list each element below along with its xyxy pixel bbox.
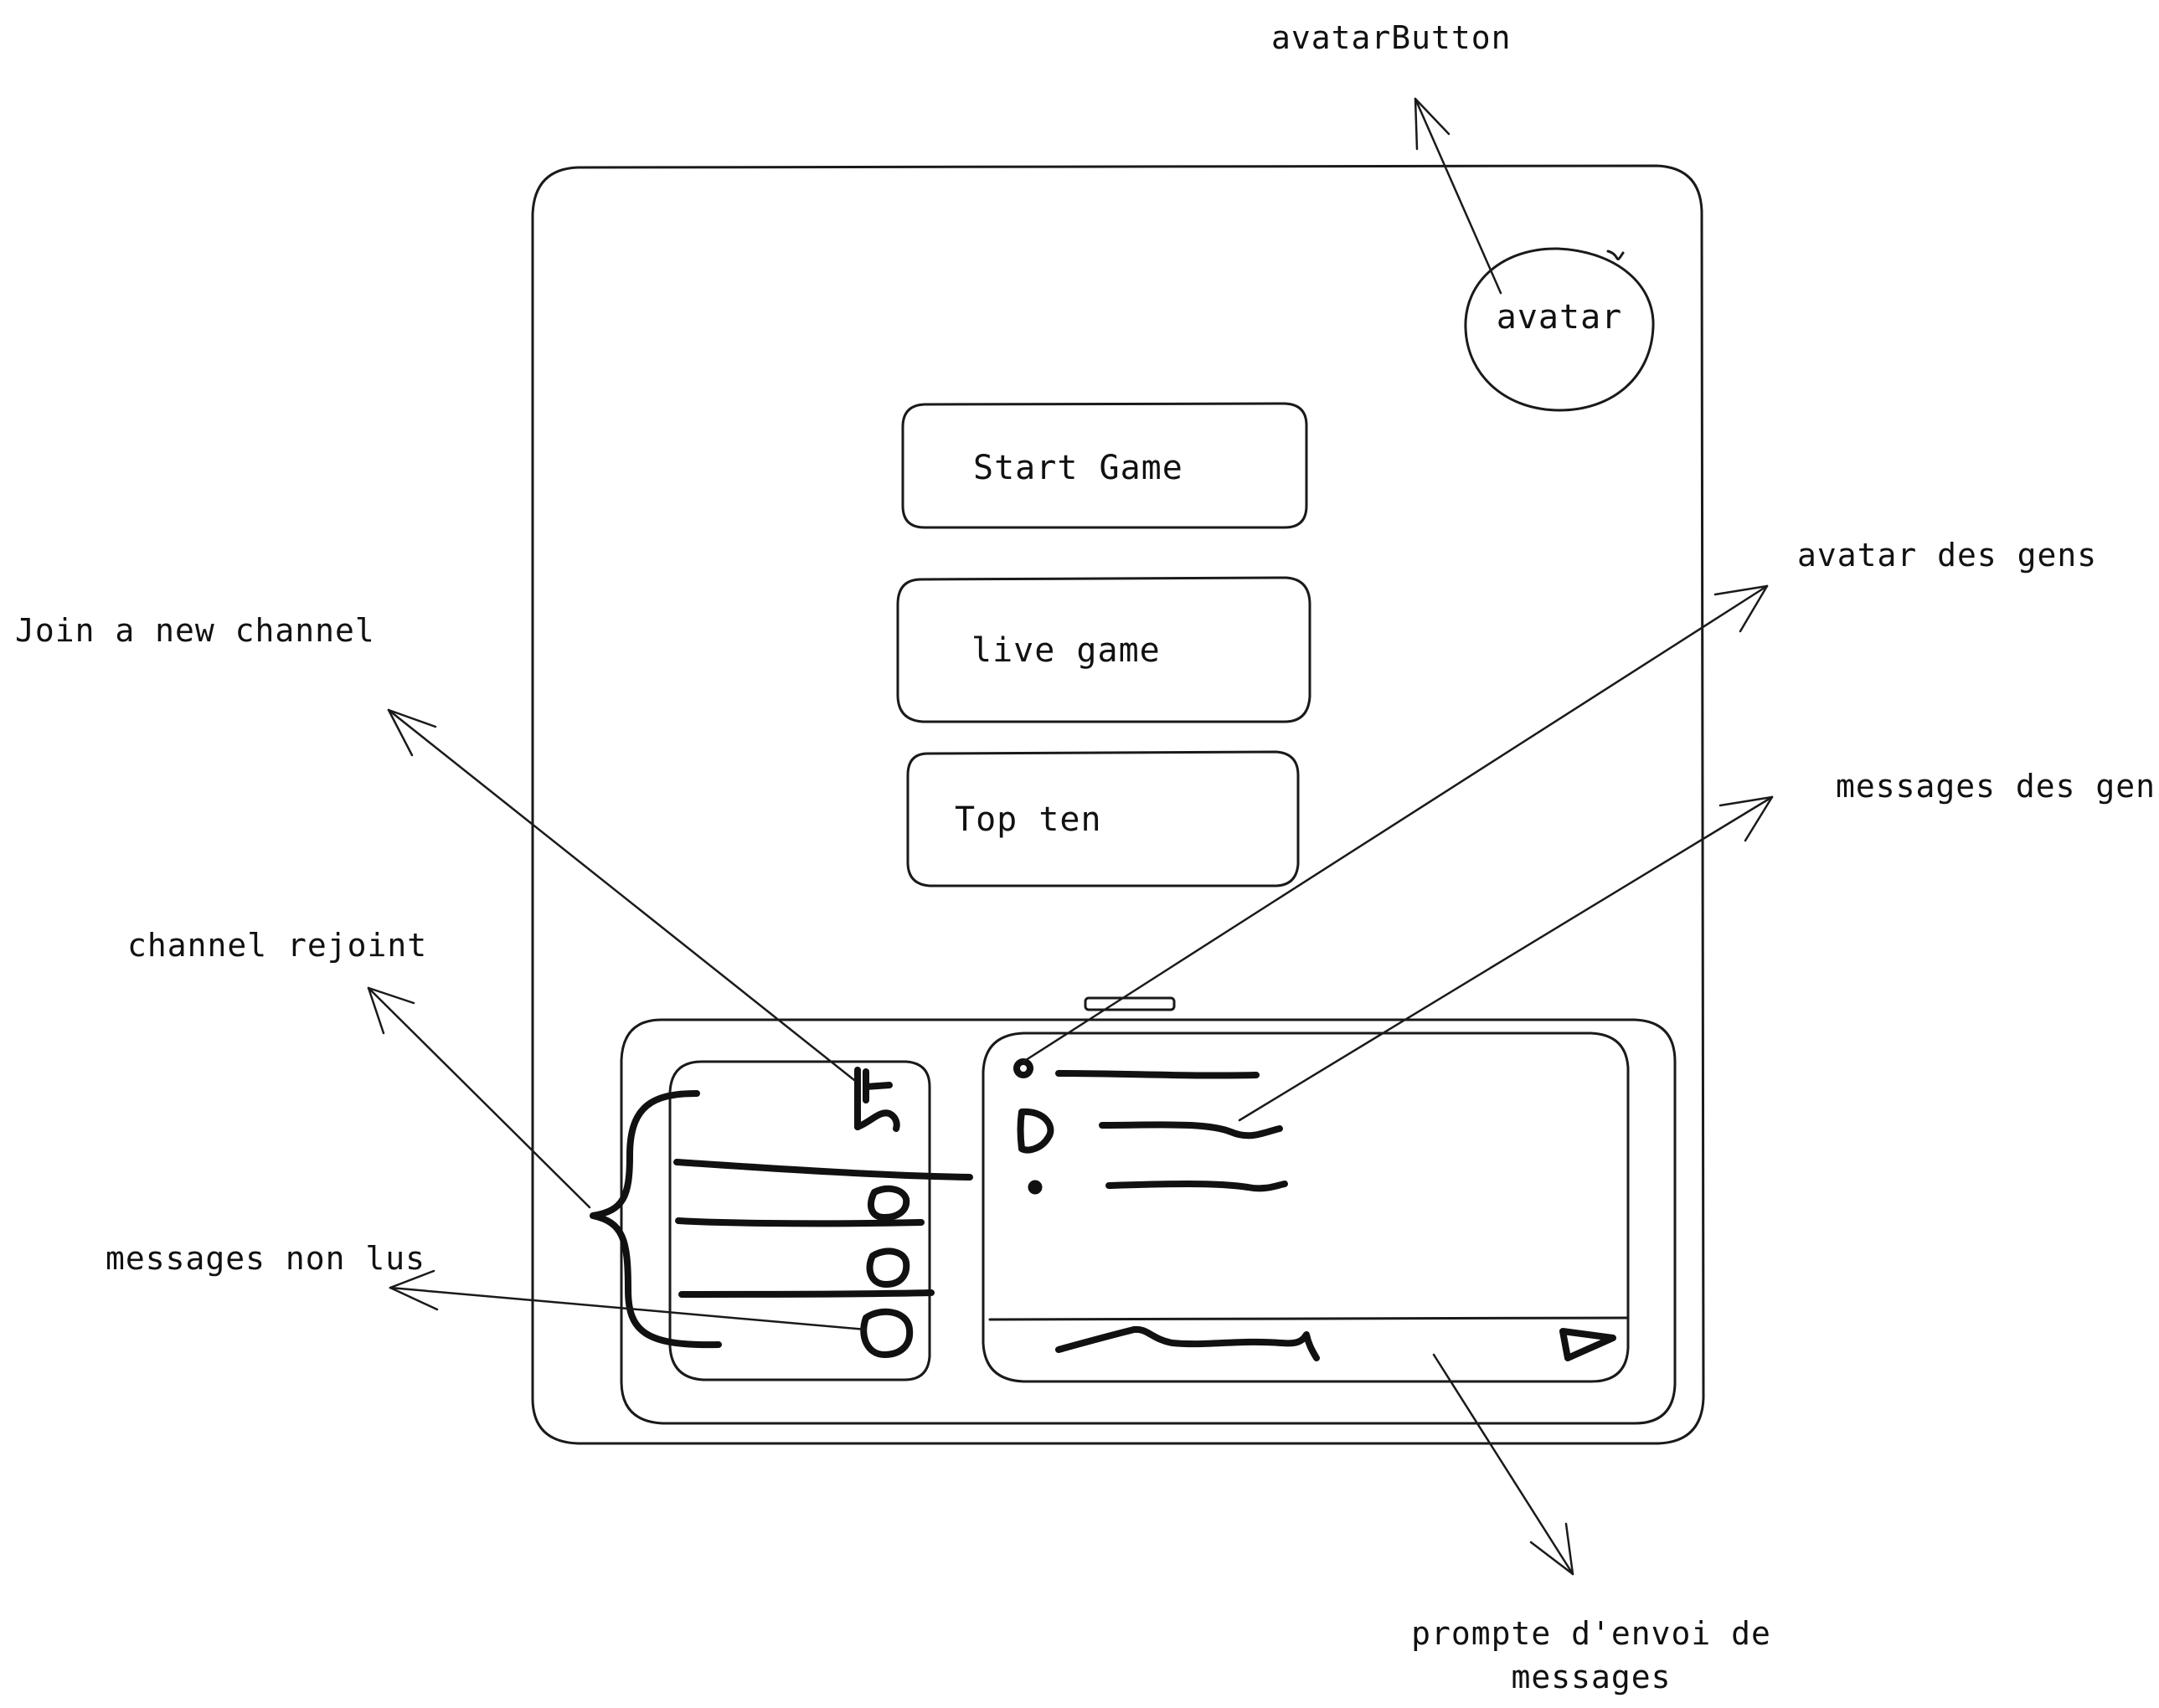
note-unread-messages: messages non lus: [106, 1240, 425, 1277]
message-line: [1105, 1181, 1288, 1192]
avatar-button[interactable]: avatar: [1464, 247, 1655, 412]
channel-row[interactable]: [678, 1289, 935, 1298]
arrow-send-prompt: [1432, 1353, 1574, 1576]
user-avatar-icon: [1017, 1108, 1054, 1154]
top-ten-button[interactable]: Top ten: [906, 750, 1300, 887]
message-line: [1055, 1070, 1260, 1079]
channel-row[interactable]: [675, 1217, 925, 1227]
arrow-avatar-button: [1414, 97, 1502, 295]
arrow-people-messages: [1238, 795, 1774, 1122]
device-frame: [531, 164, 1705, 1445]
note-channel-joined: channel rejoint: [127, 927, 427, 964]
start-game-button[interactable]: Start Game: [901, 402, 1308, 529]
user-avatar-icon: [1013, 1058, 1033, 1078]
unread-badge-icon: [868, 1185, 910, 1221]
arrow-unread-messages: [389, 1269, 868, 1331]
join-channel-plus-icon[interactable]: [854, 1067, 900, 1132]
channel-row[interactable]: [673, 1159, 973, 1181]
unread-badge-icon: [860, 1308, 914, 1358]
channel-list: [590, 1060, 973, 1381]
messages-panel: [982, 1031, 1630, 1383]
note-people-messages: messages des gens: [1836, 768, 2159, 805]
avatar-label: avatar: [1497, 298, 1623, 337]
live-game-button[interactable]: live game: [896, 576, 1311, 723]
message-input[interactable]: [1055, 1325, 1320, 1361]
top-ten-label: Top ten: [955, 800, 1102, 839]
arrow-join-channel: [387, 708, 856, 1082]
composer-divider: [988, 1316, 1630, 1321]
chat-panel: [620, 1018, 1677, 1425]
joined-channels-brace: [590, 1090, 722, 1349]
message-line: [1099, 1121, 1283, 1140]
drawer-handle[interactable]: [1084, 996, 1176, 1011]
start-game-label: Start Game: [973, 449, 1183, 487]
live-game-label: live game: [971, 631, 1161, 670]
send-icon[interactable]: [1559, 1328, 1616, 1361]
note-people-avatar: avatar des gens: [1797, 537, 2097, 574]
note-send-prompt-line2: messages: [1511, 1659, 1671, 1695]
unread-badge-icon: [866, 1248, 910, 1288]
note-send-prompt-line1: prompte d'envoi de: [1411, 1615, 1771, 1652]
user-avatar-icon: [1028, 1180, 1043, 1195]
note-join-channel: Join a new channel: [15, 612, 375, 649]
arrow-people-avatar: [1022, 584, 1769, 1063]
arrow-channel-joined: [367, 986, 591, 1209]
note-avatar-button: avatarButton: [1271, 19, 1512, 56]
